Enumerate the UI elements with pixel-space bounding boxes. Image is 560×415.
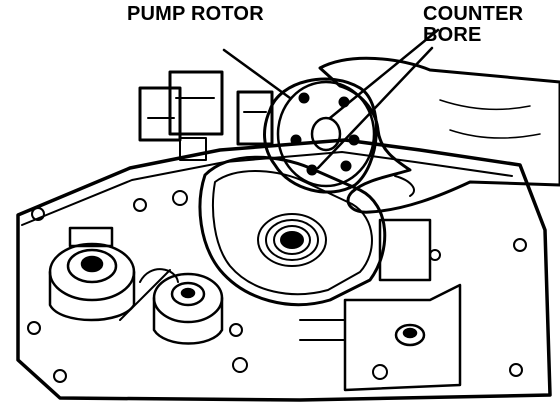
counter-bore-holes xyxy=(290,92,360,176)
counter-bore-leader-1 xyxy=(328,28,440,120)
pump-spiral-gear xyxy=(257,213,327,267)
pump-housing xyxy=(198,155,387,307)
technician-hand xyxy=(318,56,560,214)
solenoid-block-right xyxy=(236,90,274,146)
counter-bore-label-line2: BORE xyxy=(423,24,482,46)
servo-assembly-center xyxy=(119,268,224,345)
pump-rotor-leader xyxy=(222,48,292,100)
solenoid-block-left xyxy=(138,70,224,161)
counter-bore-label: COUNTER BORE xyxy=(423,4,523,46)
valve-body-right-detail xyxy=(299,218,462,392)
counter-bore-leader-2 xyxy=(316,46,434,170)
pump-rotor-label: PUMP ROTOR xyxy=(127,3,264,25)
servo-assembly-left xyxy=(48,226,136,322)
pump-rotor xyxy=(263,77,378,194)
counter-bore-label-line1: COUNTER xyxy=(423,3,524,25)
bolt-holes xyxy=(27,190,527,383)
